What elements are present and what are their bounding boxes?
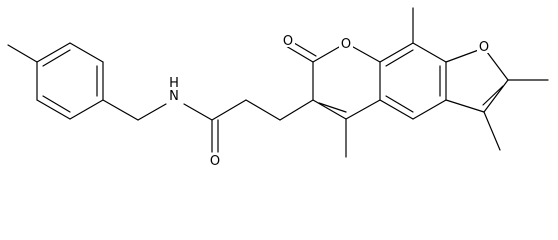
methyls-on-furan-ring [483, 79, 549, 151]
lactone-carbonyl-oxygen-label: O [283, 34, 293, 49]
central-benzene-ring [379, 42, 447, 120]
amide-hydrogen-label: H [169, 76, 179, 91]
furan-ring [445, 47, 509, 113]
methyl-on-tolyl-ring [7, 44, 38, 63]
structure-canvas: N H O O O O [7, 7, 549, 169]
amide-oxygen-label: O [210, 154, 220, 169]
tolyl-ring [36, 42, 104, 120]
furan-ring-oxygen-label: O [479, 40, 489, 55]
benzyl-linker [102, 99, 167, 121]
atom-labels: N H O O O O [168, 33, 491, 169]
pyranone-ring-oxygen-label: O [341, 37, 351, 52]
amide-and-propanoyl-chain [183, 99, 314, 153]
pyranone-ring [285, 39, 381, 120]
amide-nitrogen-label: N [169, 89, 179, 104]
chemical-structure: N H O O O O [7, 7, 549, 169]
